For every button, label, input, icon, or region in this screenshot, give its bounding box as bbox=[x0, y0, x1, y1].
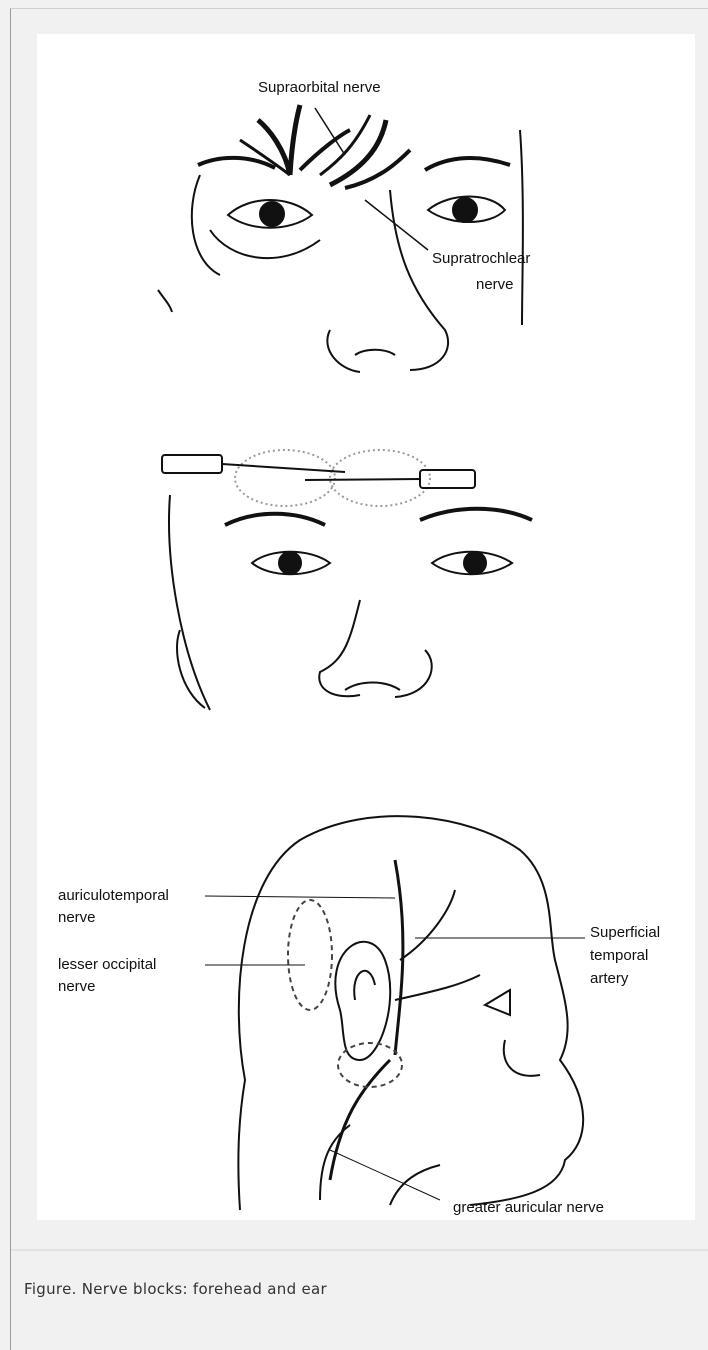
greater-auricular-label: greater auricular nerve bbox=[453, 1199, 604, 1216]
lesser-occipital-label-line1: lesser occipital bbox=[58, 956, 156, 973]
superficial-temporal-label-line3: artery bbox=[590, 970, 629, 987]
superficial-temporal-label-line1: Superficial bbox=[590, 924, 660, 941]
figure-caption: Figure. Nerve blocks: forehead and ear bbox=[24, 1280, 327, 1298]
auriculotemporal-label-line1: auriculotemporal bbox=[58, 887, 169, 904]
auriculotemporal-label-line2: nerve bbox=[58, 909, 96, 926]
superficial-temporal-label-line2: temporal bbox=[590, 947, 648, 964]
face-illustration-middle bbox=[162, 450, 532, 710]
supraorbital-nerve-label: Supraorbital nerve bbox=[258, 79, 381, 96]
head-profile-illustration bbox=[205, 816, 585, 1210]
supratrochlear-nerve-label-line2: nerve bbox=[476, 276, 514, 293]
face-illustration-upper bbox=[158, 105, 523, 372]
lesser-occipital-label-line2: nerve bbox=[58, 978, 96, 995]
caption-divider bbox=[11, 1249, 708, 1251]
supratrochlear-nerve-label-line1: Supratrochlear bbox=[432, 250, 530, 267]
